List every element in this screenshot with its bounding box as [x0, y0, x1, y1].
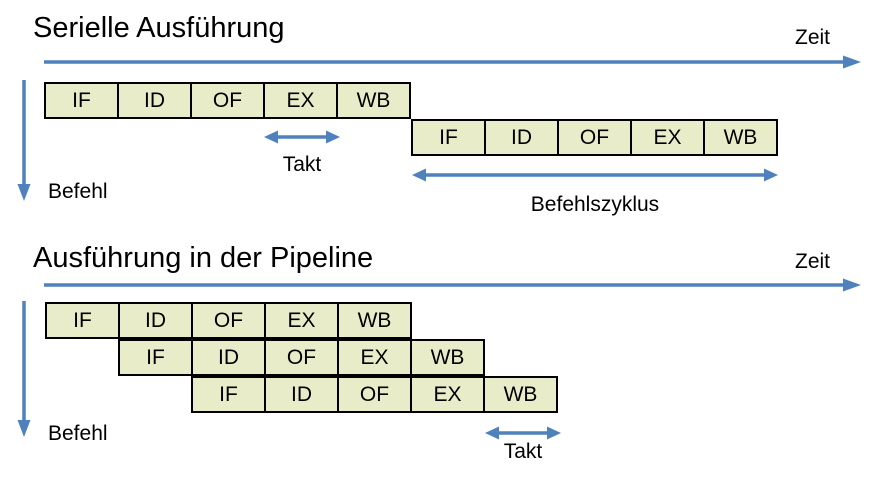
- time-axis-arrow-icon: [44, 55, 861, 69]
- stage-cell: ID: [117, 82, 192, 119]
- stage-cell: OF: [190, 82, 265, 119]
- instruction-axis-arrow-icon: [17, 80, 31, 201]
- serial-instruction-2-row: IF ID OF EX WB: [411, 119, 778, 156]
- stage-cell: EX: [263, 82, 338, 119]
- stage-cell: ID: [118, 302, 193, 339]
- stage-cell: IF: [44, 82, 119, 119]
- instruction-axis-label-pipeline: Befehl: [48, 422, 108, 445]
- time-axis-label-serial: Zeit: [795, 26, 831, 49]
- pipeline-instruction-1-row: IF ID OF EX WB: [45, 302, 412, 339]
- stage-cell: ID: [191, 339, 266, 376]
- instruction-cycle-span-arrow-icon: [412, 168, 778, 182]
- pipeline-instruction-2-row: IF ID OF EX WB: [118, 339, 485, 376]
- stage-cell: IF: [411, 119, 486, 156]
- time-axis-arrow-icon: [44, 278, 861, 292]
- stage-cell: IF: [191, 376, 266, 413]
- clock-span-arrow-icon: [264, 130, 340, 144]
- instruction-axis-label-serial: Befehl: [48, 180, 108, 203]
- instruction-cycle-label: Befehlszyklus: [530, 193, 660, 216]
- stage-cell: EX: [410, 376, 485, 413]
- pipeline-instruction-3-row: IF ID OF EX WB: [191, 376, 558, 413]
- stage-cell: WB: [337, 302, 412, 339]
- clock-span-arrow-icon: [485, 426, 561, 440]
- stage-cell: OF: [337, 376, 412, 413]
- section-title-serial: Serielle Ausführung: [33, 12, 285, 44]
- clock-label-serial: Takt: [282, 153, 322, 176]
- stage-cell: EX: [337, 339, 412, 376]
- stage-cell: ID: [484, 119, 559, 156]
- stage-cell: OF: [264, 339, 339, 376]
- stage-cell: ID: [264, 376, 339, 413]
- stage-cell: EX: [264, 302, 339, 339]
- stage-cell: OF: [557, 119, 632, 156]
- stage-cell: IF: [118, 339, 193, 376]
- time-axis-label-pipeline: Zeit: [795, 250, 831, 273]
- stage-cell: WB: [483, 376, 558, 413]
- stage-cell: WB: [703, 119, 778, 156]
- stage-cell: EX: [630, 119, 705, 156]
- clock-label-pipeline: Takt: [503, 440, 543, 463]
- instruction-axis-arrow-icon: [17, 301, 31, 437]
- stage-cell: WB: [336, 82, 411, 119]
- section-title-pipeline: Ausführung in der Pipeline: [33, 242, 374, 274]
- stage-cell: IF: [45, 302, 120, 339]
- serial-instruction-1-row: IF ID OF EX WB: [44, 82, 411, 119]
- stage-cell: OF: [191, 302, 266, 339]
- stage-cell: WB: [410, 339, 485, 376]
